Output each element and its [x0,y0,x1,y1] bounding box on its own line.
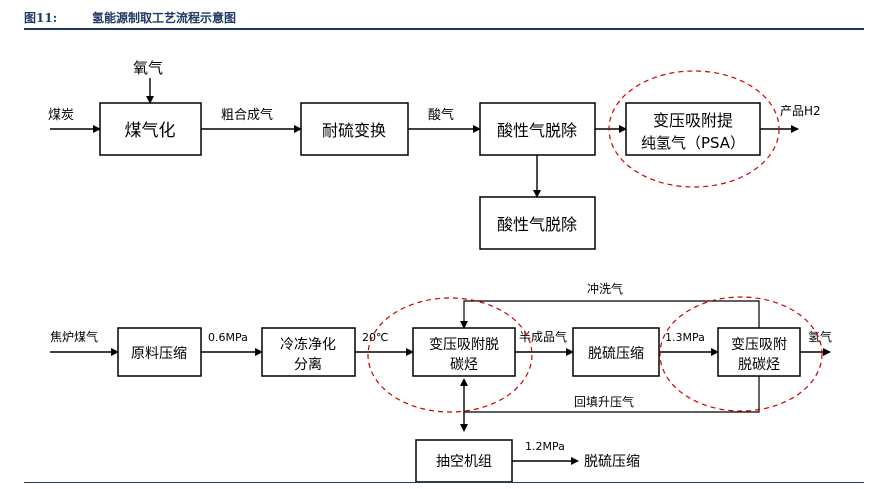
psa-hydrogen-label-line2: 纯氢气（PSA） [641,134,745,152]
coal-label: 煤炭 [48,108,74,123]
coke-gas-process: 原料压缩 冷冻净化 分离 变压吸附脱 碳烃 脱硫压缩 变压吸附 脱碳烃 抽空机组… [50,281,832,483]
backfill-gas-label: 回填升压气 [574,394,634,409]
psa-desulf-label-line1: 变压吸附 [731,337,787,353]
psa-desulf-highlight-ellipse [659,296,823,412]
cold-separation-label-line1: 冷冻净化 [280,336,336,353]
psa-hydrogen-label-line1: 变压吸附提 [653,111,733,130]
acid-gas-removal-label-2: 酸性气脱除 [497,215,577,234]
sour-shift-label: 耐硫变换 [322,121,386,140]
p12-label: 1.2MPa [525,440,565,453]
psa-decarb-label-line2: 碳烃 [450,357,478,373]
syngas-label: 粗合成气 [221,107,273,123]
p06-label: 0.6MPa [208,331,248,344]
sour-gas-label: 酸气 [428,107,454,123]
cold-separation-label-line2: 分离 [294,356,322,373]
desulf-out-label: 脱硫压缩 [584,454,640,470]
coke-gas-label: 焦炉煤气 [50,329,98,344]
psa-highlight-ellipse [608,70,780,188]
temp20-label: 20℃ [362,331,388,344]
gasification-box [99,102,202,156]
footer-rule [24,482,864,483]
figure-header: 图11: 氢能源制取工艺流程示意图 [0,0,882,32]
acid-gas-removal-label: 酸性气脱除 [497,121,577,140]
vacuum-unit-label: 抽空机组 [436,454,492,470]
p13-label: 1.3MPa [665,331,705,344]
product-h2-label: 产品H2 [780,104,821,118]
psa-desulf-label-line2: 脱碳烃 [738,357,780,373]
raw-compression-label: 原料压缩 [131,346,187,362]
desulf-compression-label: 脱硫压缩 [588,346,644,362]
purge-gas-line [460,300,760,329]
coal-process: 煤气化 耐硫变换 酸性气脱除 变压吸附提 纯氢气（PSA） 酸性气脱除 煤炭 氧… [48,59,821,250]
header-rule [24,28,864,30]
hydrogen-label: 氢气 [808,329,832,344]
purge-gas-label: 冲洗气 [587,281,623,296]
psa-decarb-label-line1: 变压吸附脱 [429,337,499,353]
psa-desulf-box [717,327,801,377]
gasification-label: 煤气化 [125,121,176,141]
psa-decarb-highlight-ellipse [367,297,533,413]
oxygen-label: 氧气 [133,59,163,77]
backfill-gas-line [464,376,760,413]
figure-title: 氢能源制取工艺流程示意图 [92,11,237,25]
figure-number: 图11: [24,11,58,25]
semi-product-label: 半成品气 [519,329,567,344]
